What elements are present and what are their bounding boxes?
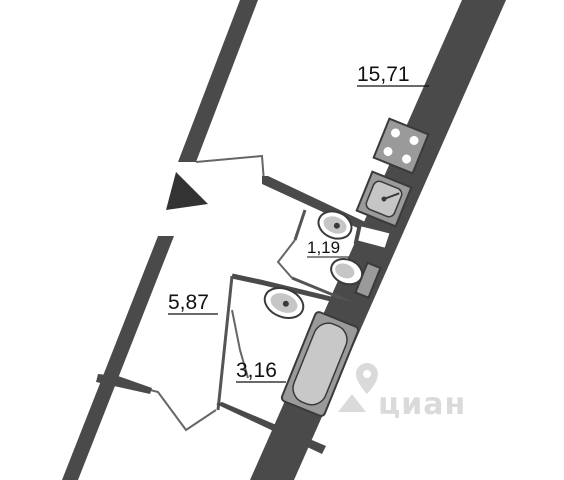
outer-wall-left-upper	[178, 0, 258, 162]
toilet-wall-left	[293, 209, 307, 241]
toilet-washbasin-icon	[317, 210, 353, 240]
watermark-logo	[338, 363, 378, 412]
bathroom-washbasin-icon	[263, 287, 305, 319]
toilet-bowl-icon	[330, 257, 382, 300]
area-label-bathroom: 3,16	[236, 359, 277, 382]
bathroom-door-swing	[231, 309, 249, 379]
door-swing-upper	[195, 154, 265, 183]
entrance-arrow-icon	[166, 172, 208, 210]
toilet-door-swing	[276, 239, 296, 279]
area-label-main-room: 15,71	[357, 63, 410, 86]
stove-icon	[372, 117, 430, 175]
kitchen-sink-icon	[355, 170, 413, 228]
service-shaft	[353, 221, 395, 253]
bathroom-wall-bottom	[216, 402, 326, 454]
watermark-text: циан	[378, 387, 466, 422]
watermark-pin-icon	[356, 363, 378, 394]
bathroom-wall-top	[231, 273, 361, 309]
bathroom-wall-left	[216, 275, 234, 411]
bathtub-icon	[280, 311, 360, 417]
area-label-hall: 5,87	[168, 291, 209, 314]
hall-wall-bottom	[96, 374, 152, 394]
outer-wall-left-lower	[62, 236, 174, 480]
area-label-toilet: 1,19	[307, 238, 340, 257]
